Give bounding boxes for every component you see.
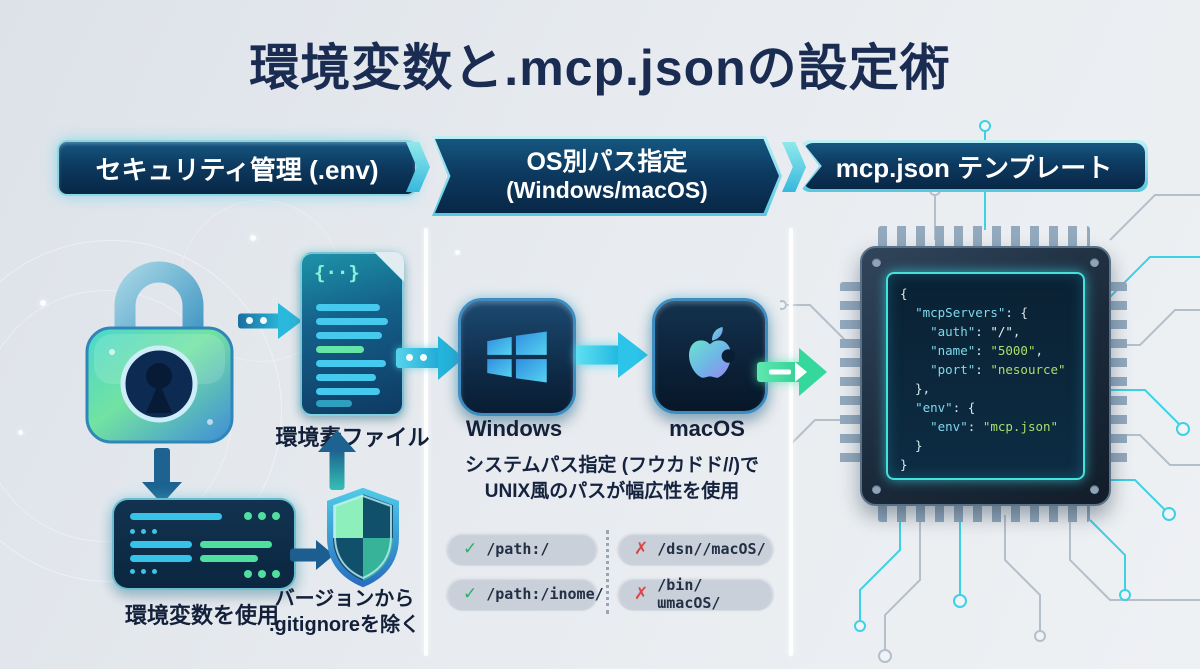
deco-dot bbox=[455, 250, 460, 255]
arrow-windows-to-macos bbox=[576, 332, 648, 378]
page-fold bbox=[374, 252, 404, 282]
env-file-label: 環境素ファイル bbox=[275, 425, 430, 450]
path-note-line1: システムパス指定 (フウカドド//)で bbox=[465, 455, 759, 476]
arrow-shield-up bbox=[318, 430, 356, 490]
arrow-lock-down bbox=[142, 448, 182, 504]
banner-os-path-line1: OS別パス指定 bbox=[526, 148, 688, 177]
section-divider bbox=[789, 228, 793, 656]
braces-glyph: {··} bbox=[314, 262, 360, 284]
macos-label: macOS bbox=[669, 416, 745, 441]
chip-screw bbox=[1090, 485, 1099, 494]
x-icon: ✗ bbox=[634, 539, 649, 558]
path-text: /dsn//macOS/ bbox=[657, 539, 766, 558]
chip-code: { "mcpServers": { "auth": "/", "name": "… bbox=[900, 286, 1066, 472]
arrow-terminal-to-shield bbox=[290, 540, 334, 570]
path-example-valid: ✓ /path:/inome/ bbox=[447, 578, 604, 609]
deco-dot bbox=[250, 235, 256, 241]
deco-dot bbox=[18, 430, 23, 435]
chevron-right-icon bbox=[782, 142, 806, 192]
windows-os-card bbox=[458, 298, 576, 416]
deco-dot bbox=[40, 300, 46, 306]
path-example-invalid: ✗ /dsn//macOS/ bbox=[618, 533, 773, 564]
section-divider bbox=[424, 228, 428, 656]
gitignore-label-line1: バージョンから bbox=[274, 588, 415, 610]
path-example-valid: ✓ /path:/ bbox=[447, 533, 597, 564]
gitignore-label: バージョンから .gitignoreを除く bbox=[262, 586, 427, 638]
arrow-lock-to-doc bbox=[238, 303, 302, 339]
check-icon: ✓ bbox=[463, 584, 478, 603]
path-text: /path:/inome/ bbox=[486, 584, 604, 603]
windows-label: Windows bbox=[465, 416, 563, 441]
env-file-icon: {··} bbox=[300, 252, 404, 416]
arrow-doc-to-os bbox=[396, 336, 464, 380]
chip-body: { "mcpServers": { "auth": "/", "name": "… bbox=[860, 246, 1111, 506]
banner-template: mcp.json テンプレート bbox=[800, 140, 1148, 192]
path-text: /bin/ɯmacOS/ bbox=[657, 575, 721, 612]
chip-code-screen: { "mcpServers": { "auth": "/", "name": "… bbox=[886, 272, 1085, 480]
banner-security: セキュリティ管理 (.env) bbox=[57, 140, 417, 196]
chip-screw bbox=[1090, 258, 1099, 267]
macos-os-card bbox=[652, 298, 768, 414]
path-example-invalid: ✗ /bin/ɯmacOS/ bbox=[618, 575, 773, 612]
lock-icon bbox=[85, 261, 234, 444]
pill-column-divider bbox=[606, 530, 609, 614]
banner-os-path-line2: (Windows/macOS) bbox=[506, 177, 708, 204]
gitignore-label-line2: .gitignoreを除く bbox=[268, 614, 421, 636]
windows-logo-icon bbox=[487, 331, 547, 383]
banner-os-path: OS別パス指定 (Windows/macOS) bbox=[432, 136, 782, 216]
chip-screw bbox=[872, 485, 881, 494]
check-icon: ✓ bbox=[463, 539, 478, 558]
env-vars-terminal-icon bbox=[112, 498, 296, 590]
gitignore-shield-icon bbox=[327, 487, 399, 588]
banner-security-label: セキュリティ管理 (.env) bbox=[95, 154, 379, 185]
path-text: /path:/ bbox=[486, 539, 550, 558]
arrow-macos-to-chip bbox=[757, 348, 827, 396]
path-note-line2: UNIX風のパスが幅広性を使用 bbox=[484, 481, 740, 502]
chip-screw bbox=[872, 258, 881, 267]
apple-logo-icon bbox=[689, 326, 736, 378]
x-icon: ✗ bbox=[634, 584, 649, 603]
page-title: 環境変数と.mcp.jsonの設定術 bbox=[249, 40, 951, 96]
env-vars-label: 環境変数を使用 bbox=[124, 603, 279, 628]
banner-template-label: mcp.json テンプレート bbox=[835, 152, 1113, 183]
